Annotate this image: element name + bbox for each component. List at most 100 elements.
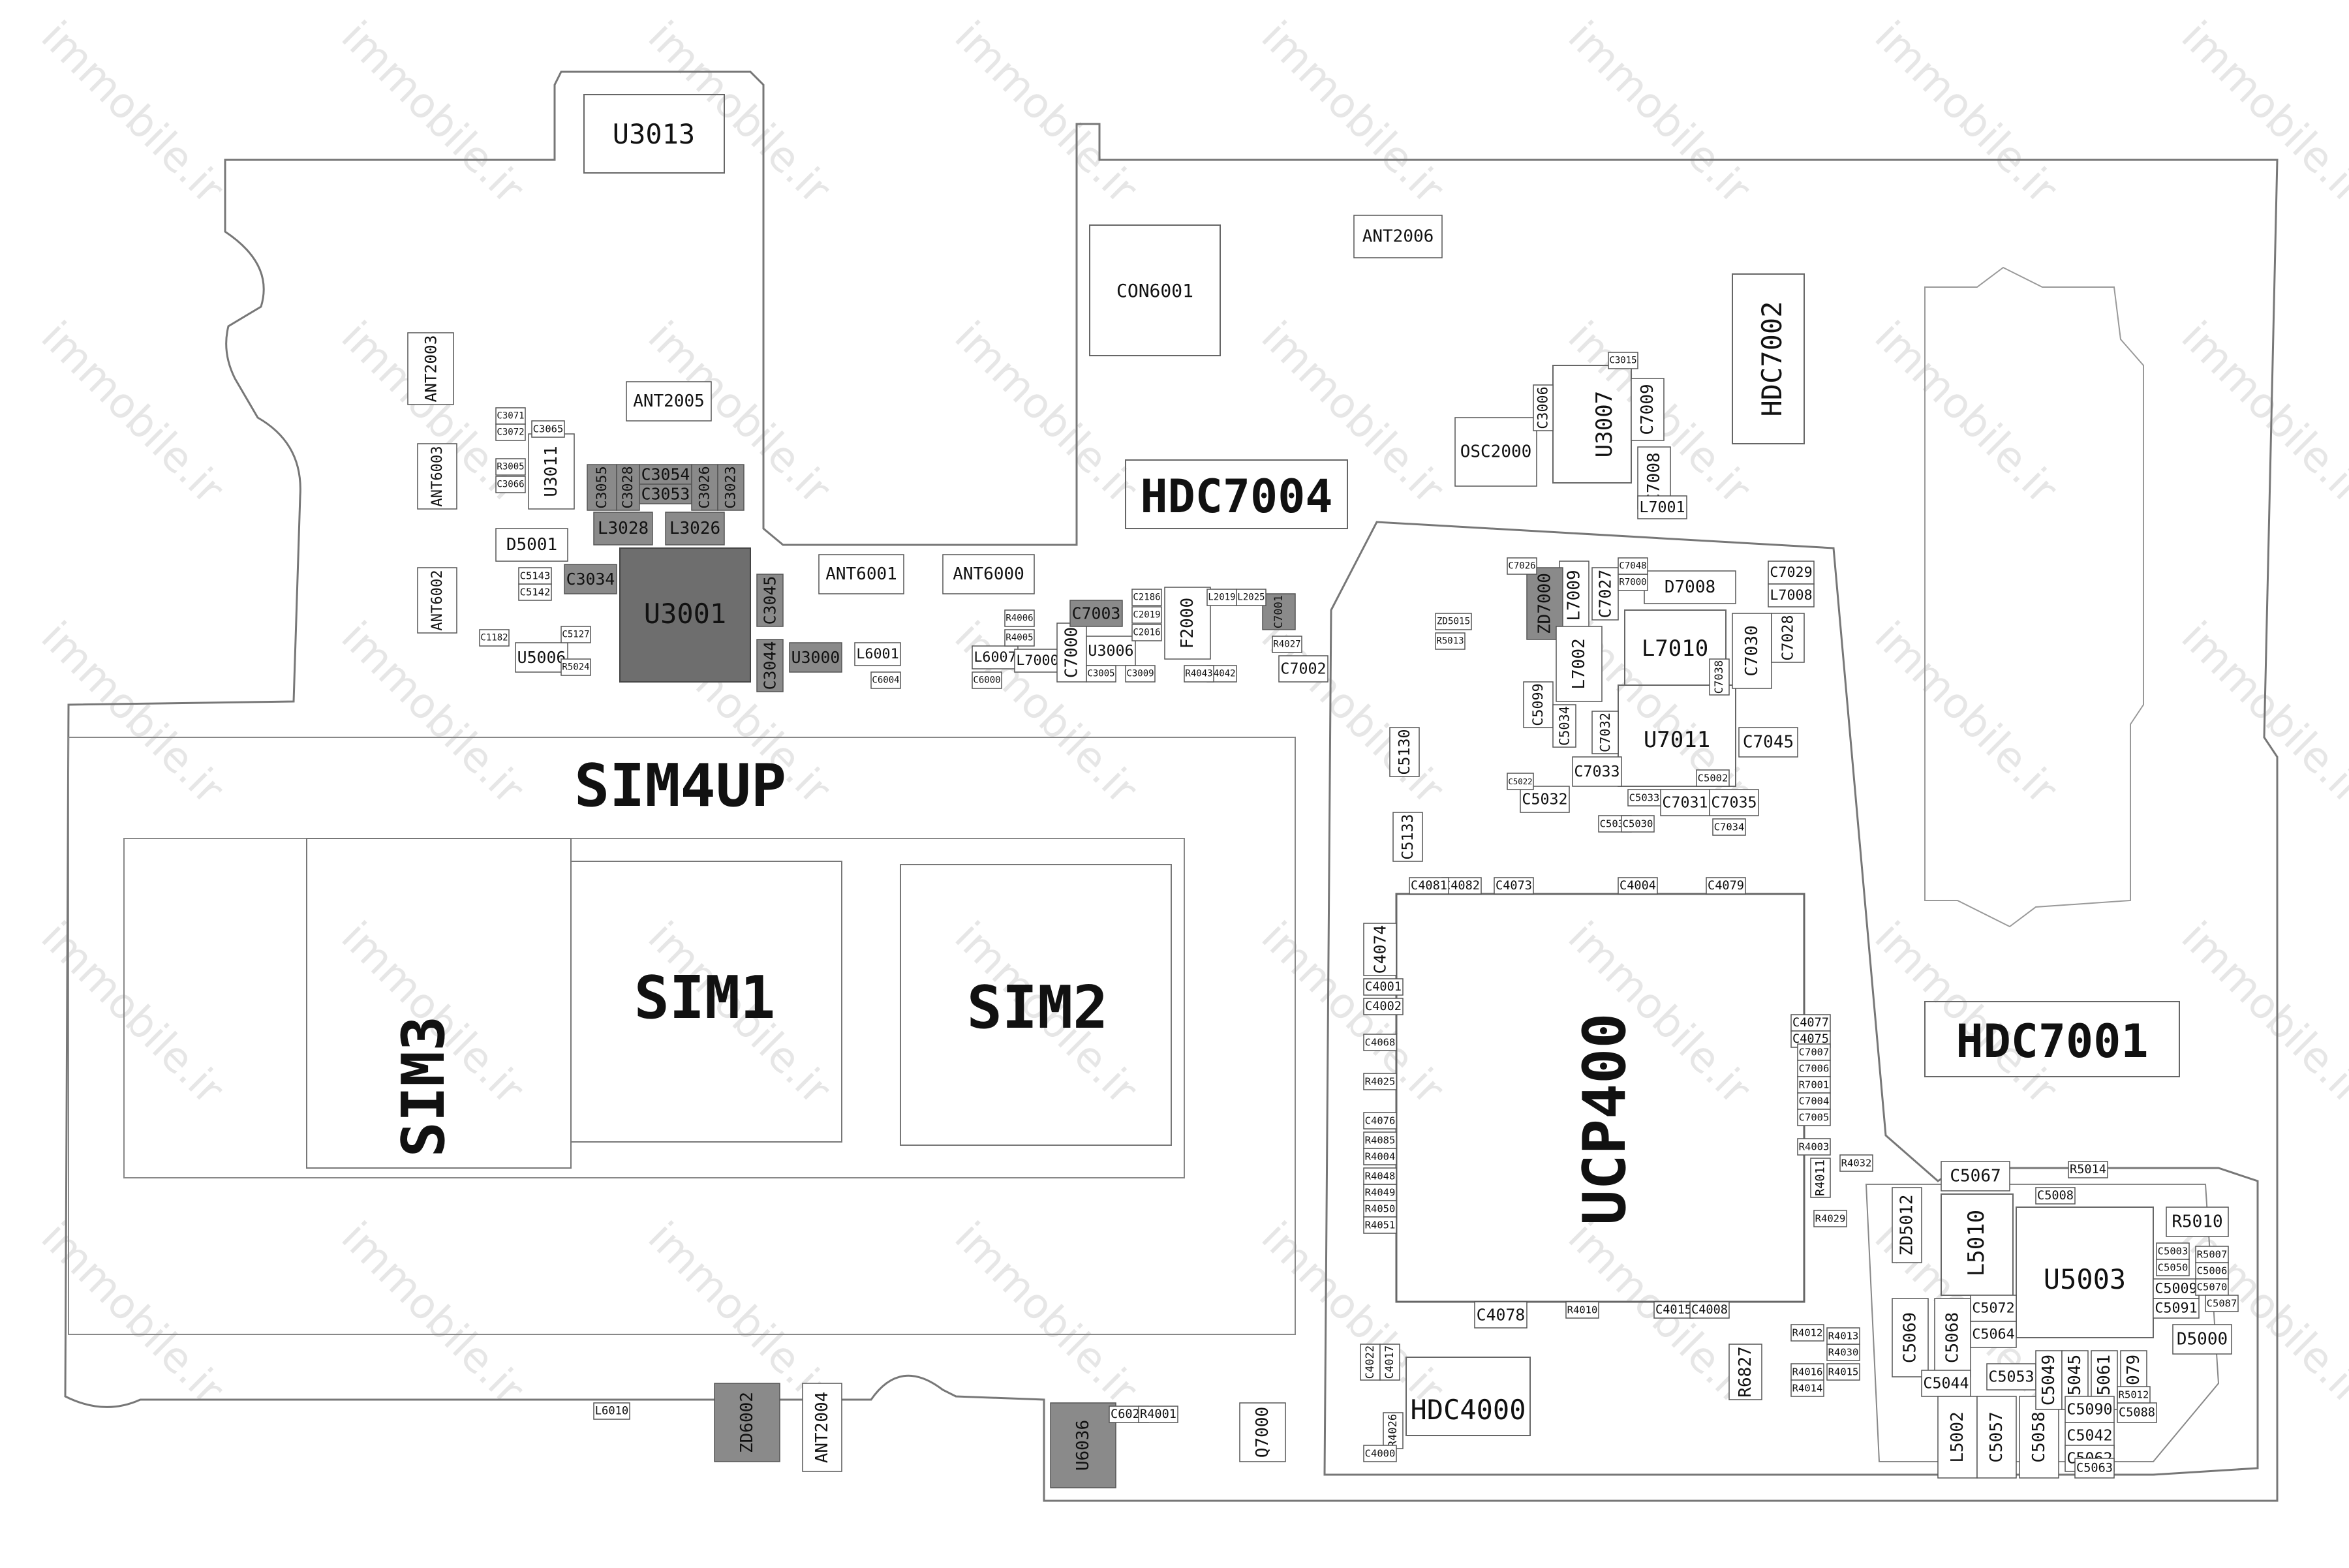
component-c2016: C2016 xyxy=(1131,624,1162,641)
component-label: C3026 xyxy=(697,466,713,508)
component-ant6003: ANT6003 xyxy=(417,443,457,510)
component-body xyxy=(1363,978,1404,996)
component-zd7000: ZD7000 xyxy=(1526,567,1563,640)
component-label: C3015 xyxy=(1609,356,1636,366)
component-c5070: C5070 xyxy=(2195,1278,2229,1296)
watermark: immobile.ir xyxy=(32,613,234,814)
component-body xyxy=(756,574,784,627)
u7011-label: U7011 xyxy=(1644,727,1710,753)
component-c5069: C5069 xyxy=(1892,1298,1929,1377)
component-c4076: C4076 xyxy=(1363,1112,1397,1130)
component-c7033: C7033 xyxy=(1572,756,1622,787)
u3001-chip xyxy=(619,547,751,683)
component-label: C5008 xyxy=(2037,1189,2074,1203)
component-label: R4027 xyxy=(1273,639,1300,650)
component-label: C4017 xyxy=(1383,1345,1396,1379)
component-label: C5049 xyxy=(2039,1355,2059,1406)
component-label: C5022 xyxy=(1508,776,1532,786)
component-body xyxy=(2117,1386,2151,1404)
sim2-region xyxy=(900,864,1172,1146)
component-body xyxy=(1184,665,1214,683)
component-c7035: C7035 xyxy=(1709,789,1759,816)
component-body xyxy=(1572,756,1622,787)
component-label: C7026 xyxy=(1508,561,1535,572)
component-body xyxy=(972,671,1002,689)
component-label: R4051 xyxy=(1365,1220,1396,1231)
component-body xyxy=(495,476,526,493)
component-label: C7003 xyxy=(1072,604,1121,623)
component-r5024: R5024 xyxy=(560,658,591,676)
watermark: immobile.ir xyxy=(32,12,234,214)
component-label: C5068 xyxy=(1943,1312,1963,1363)
component-body xyxy=(1363,1148,1397,1165)
lower-right-region xyxy=(1865,1184,2220,1462)
component-r4050: R4050 xyxy=(1363,1200,1397,1218)
watermark: immobile.ir xyxy=(1865,913,2067,1115)
component-body xyxy=(1363,1073,1397,1090)
component-label: R4011 xyxy=(1814,1160,1828,1196)
component-label: C5064 xyxy=(1972,1327,2014,1343)
component-body xyxy=(1921,1370,1971,1397)
component-label: R7000 xyxy=(1619,577,1646,588)
component-body xyxy=(1494,877,1534,895)
component-c5133: C5133 xyxy=(1392,812,1423,862)
component-body xyxy=(407,332,454,405)
con6001-label: CON6001 xyxy=(1116,280,1193,301)
component-body xyxy=(870,671,901,689)
hdc7001-box xyxy=(1924,1001,2180,1077)
component-label: C5044 xyxy=(1923,1375,1969,1392)
component-label: L6007 xyxy=(974,649,1016,666)
component-c5099: C5099 xyxy=(1523,681,1554,728)
component-label: R4025 xyxy=(1365,1076,1396,1088)
component-body xyxy=(717,464,745,511)
watermark: immobile.ir xyxy=(1865,313,2067,514)
component-body xyxy=(1826,1327,1860,1345)
component-label: D7008 xyxy=(1665,577,1715,597)
component-label: L3026 xyxy=(669,519,720,538)
watermark: immobile.ir xyxy=(32,913,234,1115)
component-label: R4006 xyxy=(1006,613,1033,624)
component-body xyxy=(1768,583,1815,607)
watermark: immobile.ir xyxy=(2172,613,2349,814)
component-r4012: R4012 xyxy=(1790,1324,1824,1342)
component-body xyxy=(417,443,457,510)
component-c3053: C3053 xyxy=(639,484,692,504)
component-label: C4068 xyxy=(1365,1037,1396,1049)
component-label: C5034 xyxy=(1557,706,1573,746)
component-r4011: R4011 xyxy=(1810,1158,1831,1198)
component-label: R4030 xyxy=(1828,1347,1859,1359)
watermark: immobile.ir xyxy=(1252,913,1454,1115)
component-r4043: R4043 xyxy=(1184,665,1214,683)
component-body xyxy=(1056,623,1087,683)
component-label: R4004 xyxy=(1365,1151,1396,1163)
component-r5007: R5007 xyxy=(2195,1246,2229,1263)
component-label: C3006 xyxy=(1535,386,1552,429)
component-label: R4001 xyxy=(1140,1407,1176,1421)
watermark: immobile.ir xyxy=(32,313,234,514)
component-body xyxy=(1014,649,1061,673)
component-r4032: R4032 xyxy=(1839,1154,1873,1172)
component-label: C5006 xyxy=(2197,1265,2228,1277)
component-body xyxy=(1618,557,1648,575)
component-body xyxy=(1050,1402,1116,1488)
component-label: F2000 xyxy=(1178,598,1197,649)
l7010-box xyxy=(1624,609,1727,686)
component-label: C5070 xyxy=(2197,1282,2228,1293)
component-body xyxy=(518,583,552,601)
component-label: R4029 xyxy=(1815,1213,1846,1225)
component-label: ANT2005 xyxy=(633,392,705,411)
watermark: immobile.ir xyxy=(2172,12,2349,214)
component-body xyxy=(639,484,692,504)
component-body xyxy=(1771,613,1805,663)
component-body xyxy=(1591,567,1619,621)
sim1-label: SIM1 xyxy=(634,964,776,1032)
component-body xyxy=(1591,711,1619,754)
component-body xyxy=(1797,1060,1831,1077)
component-body xyxy=(479,629,510,647)
component-label: C3072 xyxy=(497,427,524,438)
component-c5003: C5003 xyxy=(2156,1242,2190,1260)
watermark: immobile.ir xyxy=(945,313,1147,514)
component-c7027: C7027 xyxy=(1591,567,1619,621)
component-label: C4073 xyxy=(1496,879,1532,893)
